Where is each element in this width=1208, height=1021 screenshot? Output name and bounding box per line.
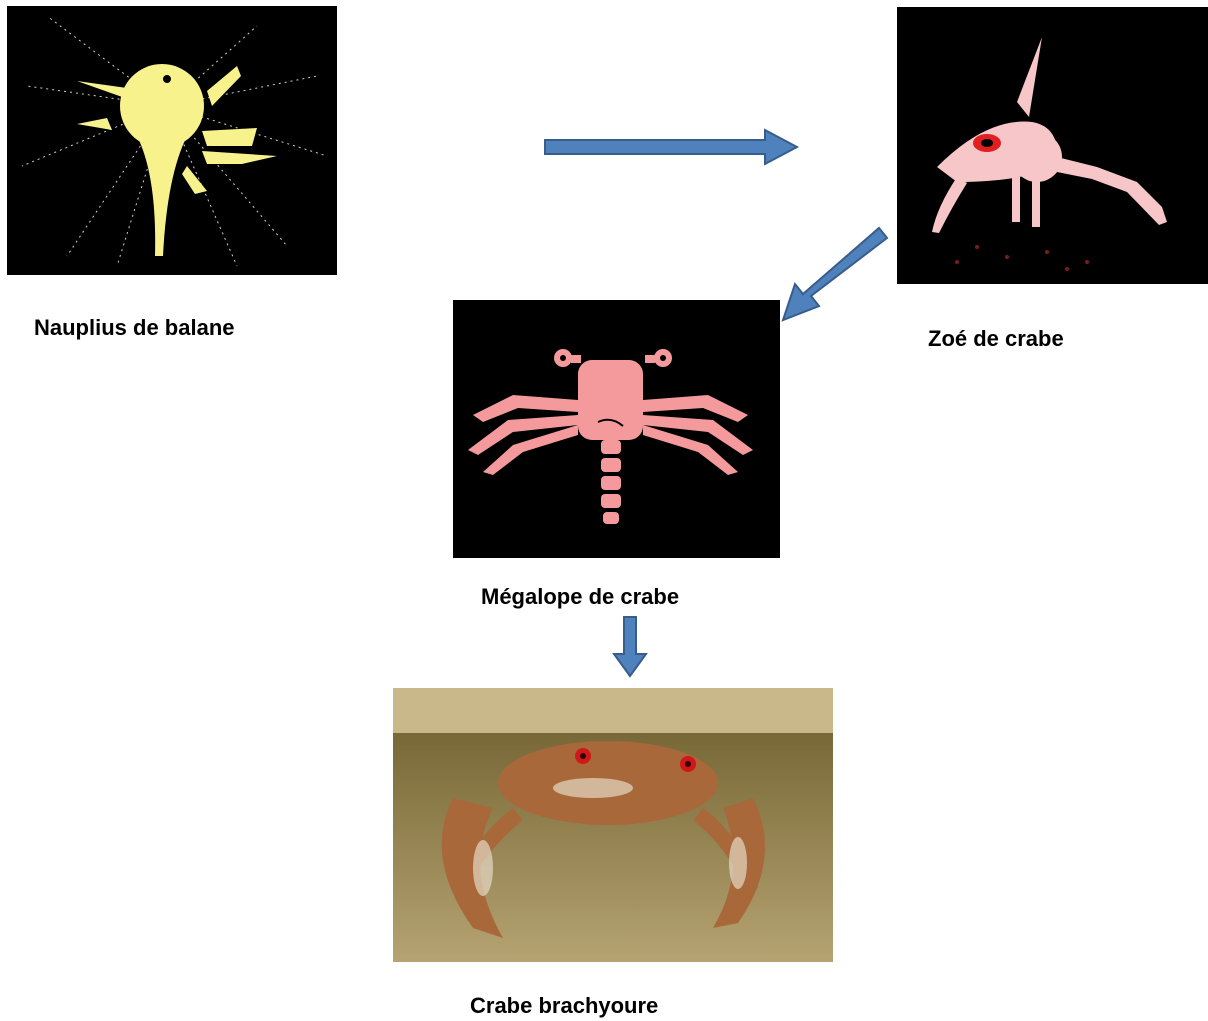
nauplius-image xyxy=(7,6,337,275)
nauplius-caption: Nauplius de balane xyxy=(34,315,235,341)
crabe-image xyxy=(393,688,833,962)
megalope-illustration xyxy=(453,300,780,558)
megalope-caption: Mégalope de crabe xyxy=(481,584,679,610)
megalope-image xyxy=(453,300,780,558)
zoe-caption: Zoé de crabe xyxy=(928,326,1064,352)
arrow-down xyxy=(610,612,650,682)
zoe-image xyxy=(897,7,1208,284)
arrow-right xyxy=(540,125,805,170)
crabe-caption: Crabe brachyoure xyxy=(470,993,658,1019)
zoe-illustration xyxy=(897,7,1208,284)
nauplius-illustration xyxy=(7,6,337,275)
crabe-photo xyxy=(393,688,833,962)
arrow-diagonal xyxy=(775,222,895,327)
